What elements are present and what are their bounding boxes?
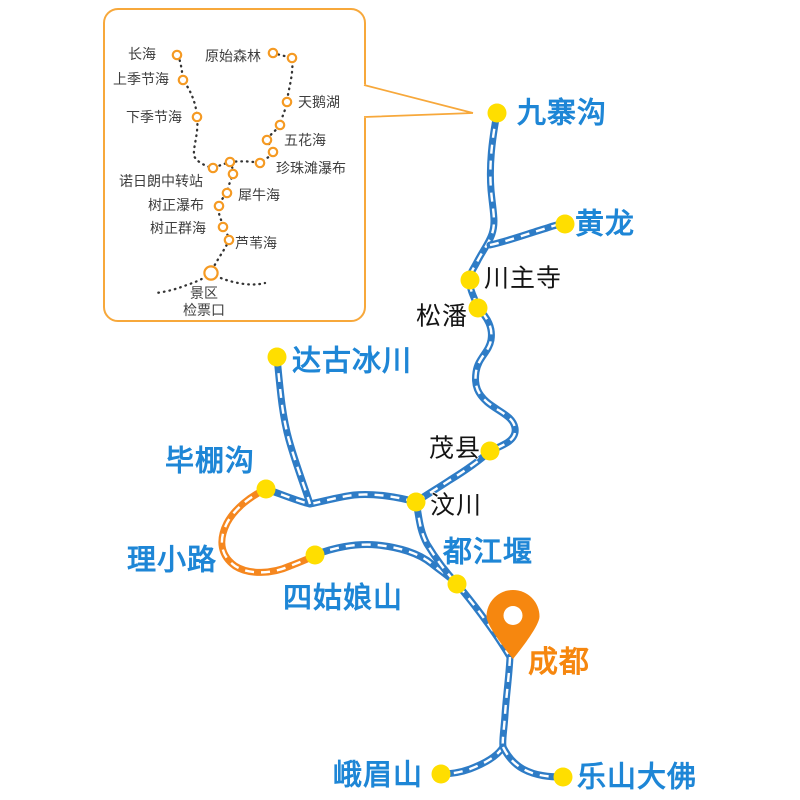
node-leshan bbox=[553, 767, 573, 787]
node-bipenggou bbox=[256, 479, 276, 499]
stop-node bbox=[223, 234, 235, 246]
inset-box bbox=[103, 8, 474, 322]
inset-label-zhenzhutan: 珍珠滩瀑布 bbox=[276, 161, 346, 177]
label-emeishan: 峨眉山 bbox=[333, 757, 424, 792]
stop-node bbox=[267, 47, 279, 59]
stop-node bbox=[261, 134, 273, 146]
node-emeishan bbox=[431, 764, 451, 784]
label-chuanzhusi: 川主寺 bbox=[484, 263, 563, 293]
inset-label-shuzhengpubu: 树正瀑布 bbox=[148, 198, 204, 214]
stop-node bbox=[281, 96, 293, 108]
road-bipenggou-wenchuan bbox=[262, 485, 420, 508]
stop-node bbox=[274, 119, 286, 131]
node-chuanzhusi bbox=[460, 270, 480, 290]
stop-node bbox=[171, 49, 183, 61]
road-dagu-glacier bbox=[273, 353, 314, 508]
stop-node bbox=[221, 187, 233, 199]
label-chengdu: 成都 bbox=[528, 645, 590, 680]
label-bipenggou: 毕棚沟 bbox=[165, 443, 256, 478]
inset-label-shuzhengqunhai: 树正群海 bbox=[150, 221, 206, 237]
node-dagu-glacier bbox=[267, 347, 287, 367]
road-huanglong-branch bbox=[486, 220, 569, 249]
road-lixiaolu bbox=[218, 485, 319, 576]
label-maoxian: 茂县 bbox=[429, 433, 482, 463]
stop-node bbox=[191, 111, 203, 123]
chengdu-pin-icon bbox=[486, 590, 540, 659]
gate-line2: 检票口 bbox=[183, 303, 225, 319]
inset-label-xiajijiehai: 下季节海 bbox=[126, 110, 182, 126]
node-jiuzhaigou bbox=[487, 103, 507, 123]
trail-gate-left bbox=[154, 271, 213, 295]
label-songpan: 松潘 bbox=[416, 301, 469, 331]
node-dujiangyan bbox=[447, 574, 467, 594]
stop-node bbox=[177, 74, 189, 86]
stop-node bbox=[286, 52, 298, 64]
road-wenchuan-chengdu bbox=[412, 498, 514, 661]
label-lixiaolu: 理小路 bbox=[127, 542, 218, 577]
inset-label-luweihai: 芦苇海 bbox=[235, 236, 277, 252]
inset-label-xiniuhai: 犀牛海 bbox=[238, 188, 280, 204]
stop-node bbox=[213, 200, 225, 212]
road-chengdu-south bbox=[499, 653, 514, 751]
stop-node bbox=[207, 162, 219, 174]
inset-label-changhai: 长海 bbox=[128, 47, 156, 63]
node-maoxian bbox=[480, 441, 500, 461]
inset-label-wuhuahai: 五花海 bbox=[284, 133, 326, 149]
node-wenchuan bbox=[406, 492, 426, 512]
label-wenchuan: 汶川 bbox=[430, 490, 483, 520]
node-siguniang bbox=[305, 545, 325, 565]
road-siguniang-dujiangyan bbox=[311, 541, 461, 588]
inset-label-tianehu: 天鹅湖 bbox=[298, 95, 340, 111]
trail-zechawa-valley bbox=[176, 53, 215, 170]
inset-label-nuorilang: 诺日朗中转站 bbox=[119, 174, 203, 190]
inset-label-yuanshisenlin: 原始森林 bbox=[205, 49, 261, 65]
stop-node bbox=[267, 146, 279, 158]
inset-stop-nodes bbox=[171, 47, 298, 281]
inset-label-shangjijiehai: 上季节海 bbox=[113, 72, 169, 88]
trail-gate-right bbox=[209, 271, 267, 286]
label-leshan: 乐山大佛 bbox=[577, 759, 698, 794]
node-huanglong bbox=[555, 214, 575, 234]
route-nodes bbox=[256, 103, 575, 787]
inset-label-ticket-gate: 景区 检票口 bbox=[166, 286, 242, 320]
road-leshan-branch bbox=[499, 743, 567, 781]
label-dagu-glacier: 达古冰川 bbox=[292, 343, 413, 378]
node-songpan bbox=[468, 298, 488, 318]
stop-node bbox=[254, 157, 266, 169]
gate-node bbox=[203, 265, 219, 281]
stop-node bbox=[224, 156, 236, 168]
gate-line1: 景区 bbox=[190, 286, 218, 302]
stop-node bbox=[217, 221, 229, 233]
label-huanglong: 黄龙 bbox=[575, 206, 636, 241]
label-jiuzhaigou: 九寨沟 bbox=[517, 95, 608, 130]
stop-node bbox=[227, 168, 239, 180]
label-siguniang: 四姑娘山 bbox=[283, 580, 404, 615]
road-emeishan-branch bbox=[437, 743, 507, 778]
label-dujiangyan: 都江堰 bbox=[443, 534, 534, 569]
